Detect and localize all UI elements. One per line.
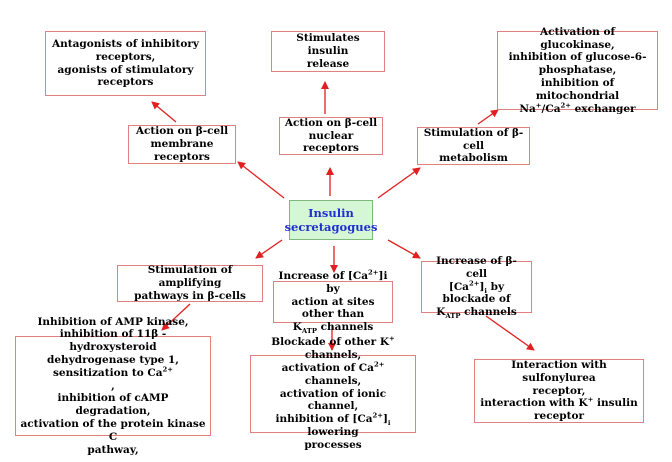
- arrow-center-to-membrane: [237, 161, 285, 199]
- arrow-amplifying-to-ampk: [161, 303, 191, 331]
- node-ampk: Inhibition of AMP kinase,inhibition of 1…: [15, 316, 211, 456]
- arrow-center-to-increase-ca-katp: [387, 239, 421, 259]
- arrow-membrane-to-antagonists: [151, 101, 177, 123]
- arrow-metabolism-to-glucokinase: [477, 109, 499, 125]
- arrow-center-to-metabolism: [377, 167, 421, 199]
- node-increase-ca-katp-text: Increase of β-cell[Ca2+]i by blockade of…: [436, 255, 517, 321]
- node-blockade-k-channels: Blockade of other K+ channels,activation…: [250, 336, 416, 451]
- node-blockade-k-channels-text: Blockade of other K+ channels,activation…: [271, 334, 395, 451]
- node-glucokinase-text: Activation of glucokinase,inhibition of …: [508, 25, 647, 115]
- arrow-center-to-amplifying: [255, 239, 283, 259]
- node-increase-ca-katp: Increase of β-cell[Ca2+]i by blockade of…: [421, 255, 532, 320]
- arrow-increase-ca-katp-to-sulfonylurea: [485, 315, 535, 351]
- node-glucokinase: Activation of glucokinase,inhibition of …: [497, 26, 658, 115]
- node-ampk-text: Inhibition of AMP kinase,inhibition of 1…: [20, 315, 206, 456]
